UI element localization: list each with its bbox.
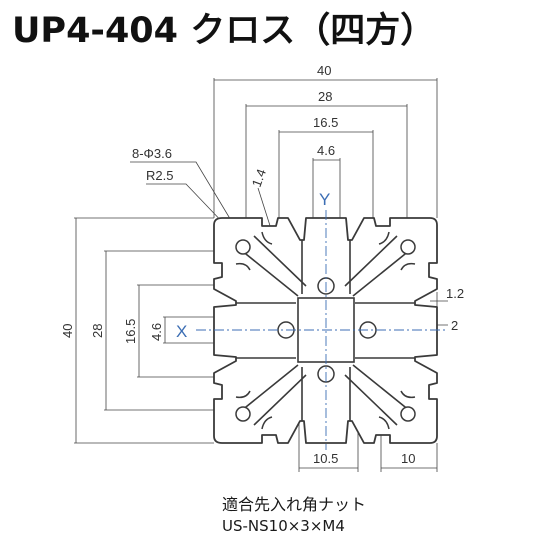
note-lip: 1.2 (446, 286, 464, 301)
rib-vertical (301, 240, 351, 421)
note-slot-depth: 2 (451, 318, 458, 333)
rib-bottom-right (344, 364, 416, 426)
note-wall: 1.4 (249, 167, 269, 189)
dim-bottom-10-5: 10.5 (313, 451, 338, 466)
dim-bottom-10: 10 (401, 451, 415, 466)
hole-corner-tr (400, 239, 416, 255)
slot-bl-a (235, 390, 251, 399)
page-title: UP4-404 クロス（四方） (12, 11, 436, 51)
caption-nut-model: US-NS10×3×M4 (222, 517, 345, 535)
hole-corner-tl (235, 239, 251, 255)
note-holes: 8-Φ3.6 (132, 146, 172, 161)
dim-height-4-6: 4.6 (149, 323, 164, 341)
slot-tl-b (261, 231, 273, 245)
slot-tl-a (235, 262, 251, 271)
dim-height-40: 40 (60, 324, 75, 338)
dim-height-16-5: 16.5 (123, 319, 138, 344)
slot-br-a (400, 390, 416, 399)
slot-bl-b (261, 416, 273, 430)
leader-holes (130, 161, 245, 243)
rib-horizontal (236, 302, 415, 359)
dim-height-28: 28 (90, 324, 105, 338)
slot-tr-a (400, 262, 416, 271)
dim-width-40: 40 (317, 63, 331, 78)
hole-corner-br (400, 406, 416, 422)
leader-radius (146, 183, 229, 229)
axis-label-x: X (176, 322, 187, 341)
note-radius: R2.5 (146, 168, 173, 183)
rib-bottom-left (235, 364, 307, 426)
rib-top-left (235, 235, 307, 297)
dim-width-16-5: 16.5 (313, 115, 338, 130)
leader-wall (257, 187, 273, 233)
dim-width-28: 28 (318, 89, 332, 104)
slot-br-b (378, 416, 390, 430)
dim-width-4-6: 4.6 (317, 143, 335, 158)
axis-label-y: Y (319, 190, 330, 209)
caption-nut-title: 適合先入れ角ナット (222, 495, 367, 514)
hole-corner-bl (235, 406, 251, 422)
slot-tr-b (378, 231, 390, 245)
rib-top-right (344, 235, 416, 297)
